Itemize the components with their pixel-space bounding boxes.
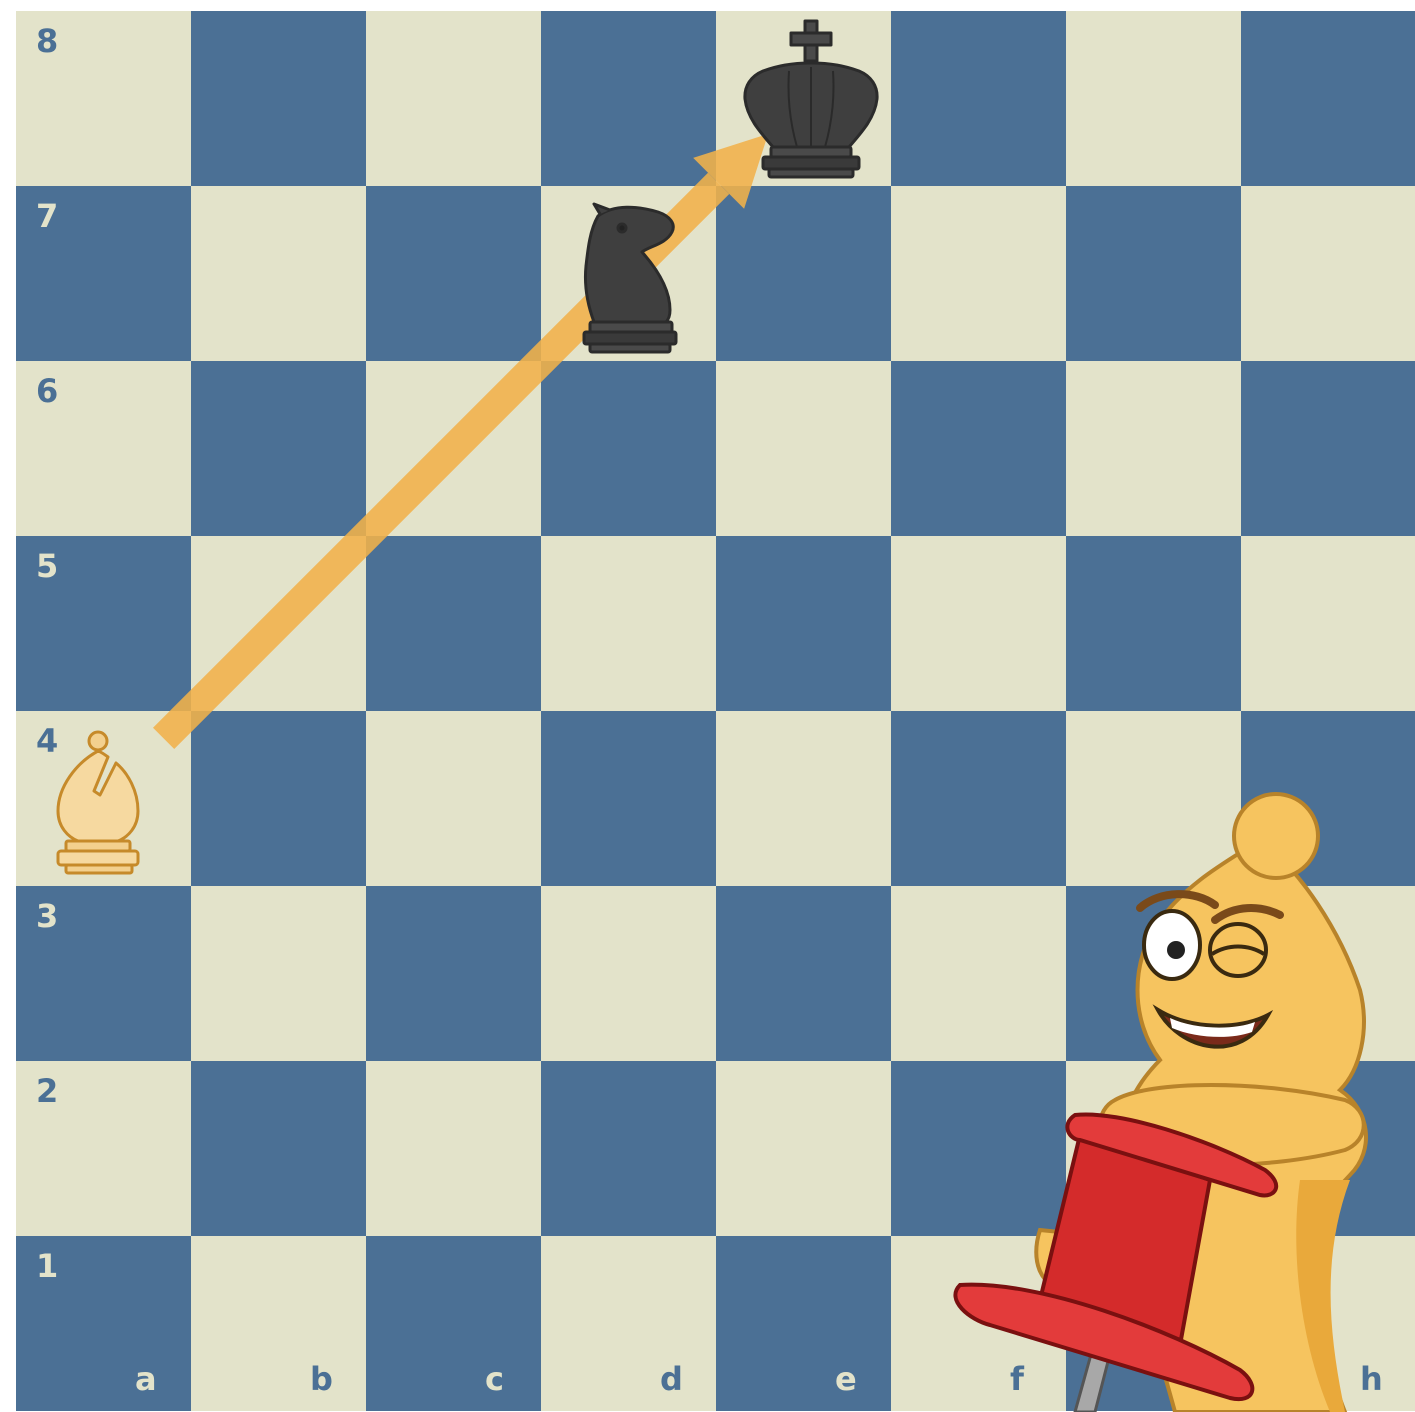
square-e1[interactable]: [716, 1236, 891, 1411]
square-b1[interactable]: [191, 1236, 366, 1411]
square-f1[interactable]: [891, 1236, 1066, 1411]
square-d7[interactable]: [541, 186, 716, 361]
square-g4[interactable]: [1066, 711, 1241, 886]
square-a6[interactable]: [16, 361, 191, 536]
square-g1[interactable]: [1066, 1236, 1241, 1411]
square-a7[interactable]: [16, 186, 191, 361]
square-g3[interactable]: [1066, 886, 1241, 1061]
square-h4[interactable]: [1241, 711, 1415, 886]
square-h3[interactable]: [1241, 886, 1415, 1061]
square-d2[interactable]: [541, 1061, 716, 1236]
square-e8[interactable]: [716, 11, 891, 186]
square-d5[interactable]: [541, 536, 716, 711]
square-f2[interactable]: [891, 1061, 1066, 1236]
square-f3[interactable]: [891, 886, 1066, 1061]
square-d8[interactable]: [541, 11, 716, 186]
square-c2[interactable]: [366, 1061, 541, 1236]
square-a3[interactable]: [16, 886, 191, 1061]
square-g2[interactable]: [1066, 1061, 1241, 1236]
square-h8[interactable]: [1241, 11, 1415, 186]
square-h6[interactable]: [1241, 361, 1415, 536]
square-f7[interactable]: [891, 186, 1066, 361]
square-a1[interactable]: [16, 1236, 191, 1411]
square-c4[interactable]: [366, 711, 541, 886]
square-c7[interactable]: [366, 186, 541, 361]
square-c5[interactable]: [366, 536, 541, 711]
square-b8[interactable]: [191, 11, 366, 186]
square-g8[interactable]: [1066, 11, 1241, 186]
square-b2[interactable]: [191, 1061, 366, 1236]
square-h7[interactable]: [1241, 186, 1415, 361]
square-a5[interactable]: [16, 536, 191, 711]
square-g5[interactable]: [1066, 536, 1241, 711]
square-c3[interactable]: [366, 886, 541, 1061]
square-a2[interactable]: [16, 1061, 191, 1236]
square-b4[interactable]: [191, 711, 366, 886]
square-d1[interactable]: [541, 1236, 716, 1411]
square-h5[interactable]: [1241, 536, 1415, 711]
square-d6[interactable]: [541, 361, 716, 536]
square-a4[interactable]: [16, 711, 191, 886]
square-b7[interactable]: [191, 186, 366, 361]
square-h1[interactable]: [1241, 1236, 1415, 1411]
square-e7[interactable]: [716, 186, 891, 361]
square-e2[interactable]: [716, 1061, 891, 1236]
square-f8[interactable]: [891, 11, 1066, 186]
square-f5[interactable]: [891, 536, 1066, 711]
square-c6[interactable]: [366, 361, 541, 536]
square-d3[interactable]: [541, 886, 716, 1061]
square-a8[interactable]: [16, 11, 191, 186]
square-c8[interactable]: [366, 11, 541, 186]
square-e4[interactable]: [716, 711, 891, 886]
square-e6[interactable]: [716, 361, 891, 536]
square-d4[interactable]: [541, 711, 716, 886]
square-g7[interactable]: [1066, 186, 1241, 361]
square-b3[interactable]: [191, 886, 366, 1061]
square-h2[interactable]: [1241, 1061, 1415, 1236]
square-c1[interactable]: [366, 1236, 541, 1411]
square-b6[interactable]: [191, 361, 366, 536]
square-b5[interactable]: [191, 536, 366, 711]
square-e3[interactable]: [716, 886, 891, 1061]
square-f6[interactable]: [891, 361, 1066, 536]
square-g6[interactable]: [1066, 361, 1241, 536]
square-f4[interactable]: [891, 711, 1066, 886]
square-e5[interactable]: [716, 536, 891, 711]
